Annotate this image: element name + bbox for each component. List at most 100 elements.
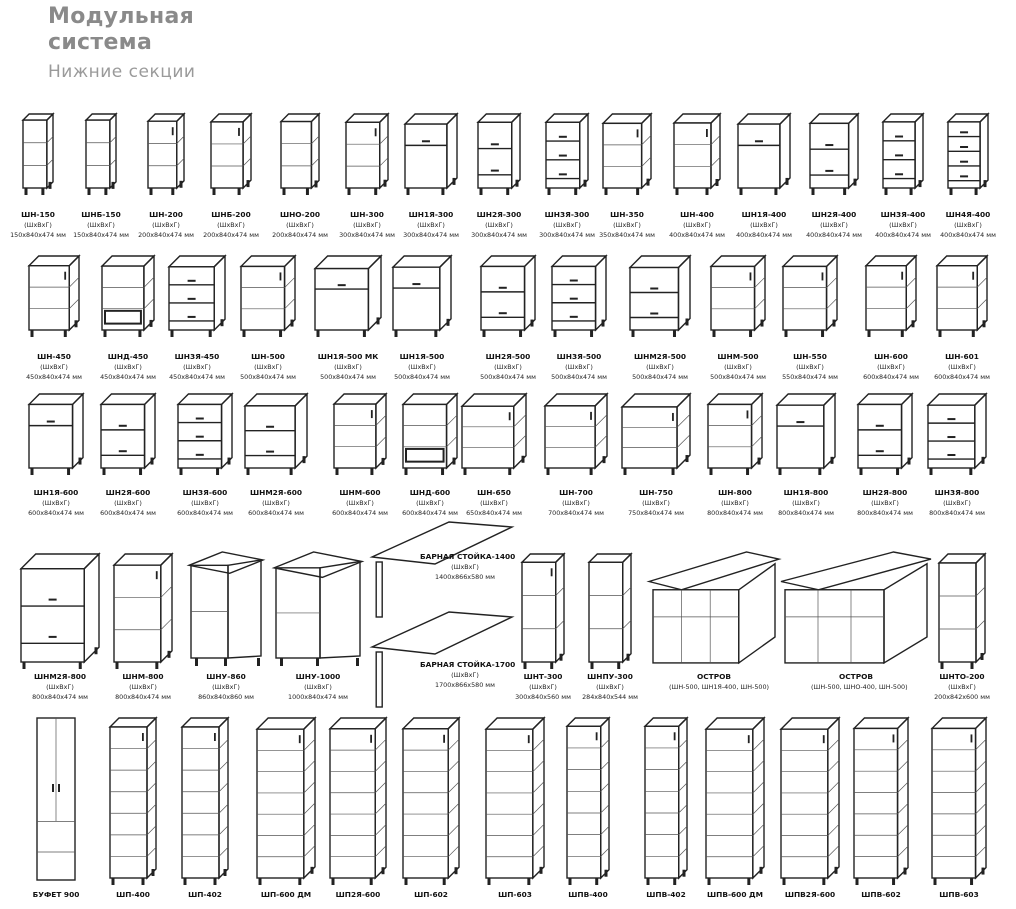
tall-cabinet-icon xyxy=(484,716,546,885)
item-label: ШН-650(ШхВхГ)650x840x474 мм xyxy=(449,488,539,518)
item-unit-label: (ШхВхГ) xyxy=(408,363,436,371)
catalog-item xyxy=(709,254,767,338)
catalog-item xyxy=(328,716,388,886)
tall-cabinet-icon xyxy=(108,716,158,885)
item-label: ШН2Я-600(ШхВхГ)600x840x474 мм xyxy=(83,488,173,518)
drawer-door-cabinet-icon xyxy=(775,392,837,475)
item-dimensions: 300x840x474 мм xyxy=(339,231,395,239)
item-label: ШН-350(ШхВхГ)350x840x474 мм xyxy=(582,210,672,240)
item-dimensions: 450x840x474 мм xyxy=(26,373,82,381)
item-name: ШН3Я-800 xyxy=(934,488,980,497)
item-label: ШНУ-860(ШхВхГ)860x840x860 мм xyxy=(181,672,271,702)
item-dimensions: 800x840x474 мм xyxy=(857,509,913,517)
item-label: ШП-603 xyxy=(470,890,560,900)
page-subtitle: Нижние секции xyxy=(48,62,196,82)
item-dimensions: 400x840x474 мм xyxy=(875,231,931,239)
item-dimensions: 650x840x474 мм xyxy=(466,509,522,517)
item-name: ШН-550 xyxy=(793,352,827,361)
door-cabinet-icon xyxy=(239,254,297,337)
item-unit-label: (ШхВхГ) xyxy=(724,363,752,371)
item-dimensions: 600x840x474 мм xyxy=(28,509,84,517)
item-dimensions: 400x840x474 мм xyxy=(940,231,996,239)
item-dimensions: 800x840x474 мм xyxy=(115,693,171,701)
item-name: ШНТО-200 xyxy=(939,672,985,681)
item-name: ШНМ-600 xyxy=(339,488,381,497)
item-label: ШНМ-800(ШхВхГ)800x840x474 мм xyxy=(98,672,188,702)
item-label: ШПВ-603 xyxy=(914,890,1004,900)
catalog-item xyxy=(403,112,459,196)
item-label: ШН-400(ШхВхГ)400x840x474 мм xyxy=(652,210,742,240)
three-drawer-cabinet-icon xyxy=(550,254,608,337)
item-dimensions: 600x840x474 мм xyxy=(863,373,919,381)
item-name: ШН-600 xyxy=(874,352,908,361)
item-label: ШНД-600(ШхВхГ)600x840x474 мм xyxy=(385,488,475,518)
item-name: ШН1Я-400 xyxy=(741,210,787,219)
tall-cabinet-icon xyxy=(328,716,388,885)
item-dimensions: 150x840x474 мм xyxy=(73,231,129,239)
item-unit-label: (ШхВхГ) xyxy=(820,221,848,229)
catalog-item xyxy=(781,254,839,338)
item-unit-label: (ШхВхГ) xyxy=(485,221,513,229)
item-name: ШП-603 xyxy=(498,890,532,899)
item-dimensions: 450x840x474 мм xyxy=(100,373,156,381)
item-name: ШПВ-402 xyxy=(646,890,686,899)
item-dimensions: 200x842x600 мм xyxy=(934,693,990,701)
item-name: ШН2Я-400 xyxy=(811,210,857,219)
item-label: ШН-200(ШхВхГ)200x840x474 мм xyxy=(121,210,211,240)
item-dimensions: 500x840x474 мм xyxy=(551,373,607,381)
item-dimensions: 300x840x474 мм xyxy=(471,231,527,239)
item-label: ШН1Я-300(ШхВхГ)300x840x474 мм xyxy=(386,210,476,240)
catalog-item xyxy=(108,716,158,886)
item-name: ШН1Я-500 МК xyxy=(317,352,379,361)
item-unit-label: (ШхВхГ) xyxy=(792,499,820,507)
bar-counter-icon xyxy=(369,521,515,618)
catalog-item xyxy=(704,716,766,886)
catalog-item xyxy=(369,611,515,712)
catalog-item xyxy=(271,551,365,670)
item-name: ШНД-450 xyxy=(107,352,149,361)
item-name: ШН4Я-400 xyxy=(945,210,991,219)
item-label: ШНМ2Я-800(ШхВхГ)800x840x474 мм xyxy=(15,672,105,702)
item-unit-label: (ШхВхГ) xyxy=(948,363,976,371)
three-drawer-cabinet-icon xyxy=(881,112,925,195)
narrow-open-shelf-cabinet-icon xyxy=(21,112,55,195)
item-name: ШП-602 xyxy=(414,890,448,899)
item-label: ШН-450(ШхВхГ)450x840x474 мм xyxy=(9,352,99,382)
item-dimensions: 800x840x474 мм xyxy=(778,509,834,517)
item-name: ШН-400 xyxy=(680,210,714,219)
tall-cabinet-icon xyxy=(704,716,766,885)
item-dimensions: 600x840x474 мм xyxy=(332,509,388,517)
corner-cabinet-icon xyxy=(186,551,266,666)
item-label: ШН2Я-400(ШхВхГ)400x840x474 мм xyxy=(789,210,879,240)
item-label: ШНМ-500(ШхВхГ)500x840x474 мм xyxy=(693,352,783,382)
tall-cabinet-icon xyxy=(180,716,230,885)
item-dimensions: 284x840x544 мм xyxy=(582,693,638,701)
door-cabinet-icon xyxy=(146,112,186,195)
item-dimensions: 500x840x474 мм xyxy=(710,373,766,381)
item-dimensions: 450x840x474 мм xyxy=(169,373,225,381)
item-unit-label: (ШхВхГ) xyxy=(646,363,674,371)
item-unit-label: (ШхВхГ) xyxy=(346,499,374,507)
item-unit-label: (ШхВхГ) xyxy=(212,683,240,691)
item-dimensions: 300x840x560 мм xyxy=(515,693,571,701)
catalog-item xyxy=(620,392,692,476)
item-label: ШПВ2Я-600 xyxy=(765,890,855,900)
item-name: ШН1Я-300 xyxy=(408,210,454,219)
item-label: ШН2Я-800(ШхВхГ)800x840x474 мм xyxy=(840,488,930,518)
catalog-item xyxy=(99,392,157,476)
catalog-item xyxy=(180,716,230,886)
item-dimensions: 600x840x474 мм xyxy=(177,509,233,517)
item-unit-label: (ШхВхГ) xyxy=(24,221,52,229)
item-label: ШН-300(ШхВхГ)300x840x474 мм xyxy=(322,210,412,240)
item-dimensions: 600x840x474 мм xyxy=(934,373,990,381)
item-name: ШН-800 xyxy=(718,488,752,497)
item-name: ШНБ-150 xyxy=(81,210,121,219)
item-unit-label: (ШхВхГ) xyxy=(877,363,905,371)
item-label: ШНМ2Я-600(ШхВхГ)600x840x474 мм xyxy=(231,488,321,518)
item-dimensions: 1400x866x580 мм xyxy=(435,573,495,581)
door-cabinet-icon xyxy=(620,392,692,475)
item-name: ШН-500 xyxy=(251,352,285,361)
tall-cabinet-icon xyxy=(779,716,841,885)
item-unit-label: (ШхВхГ) xyxy=(152,221,180,229)
two-drawer-cabinet-icon xyxy=(808,112,860,195)
